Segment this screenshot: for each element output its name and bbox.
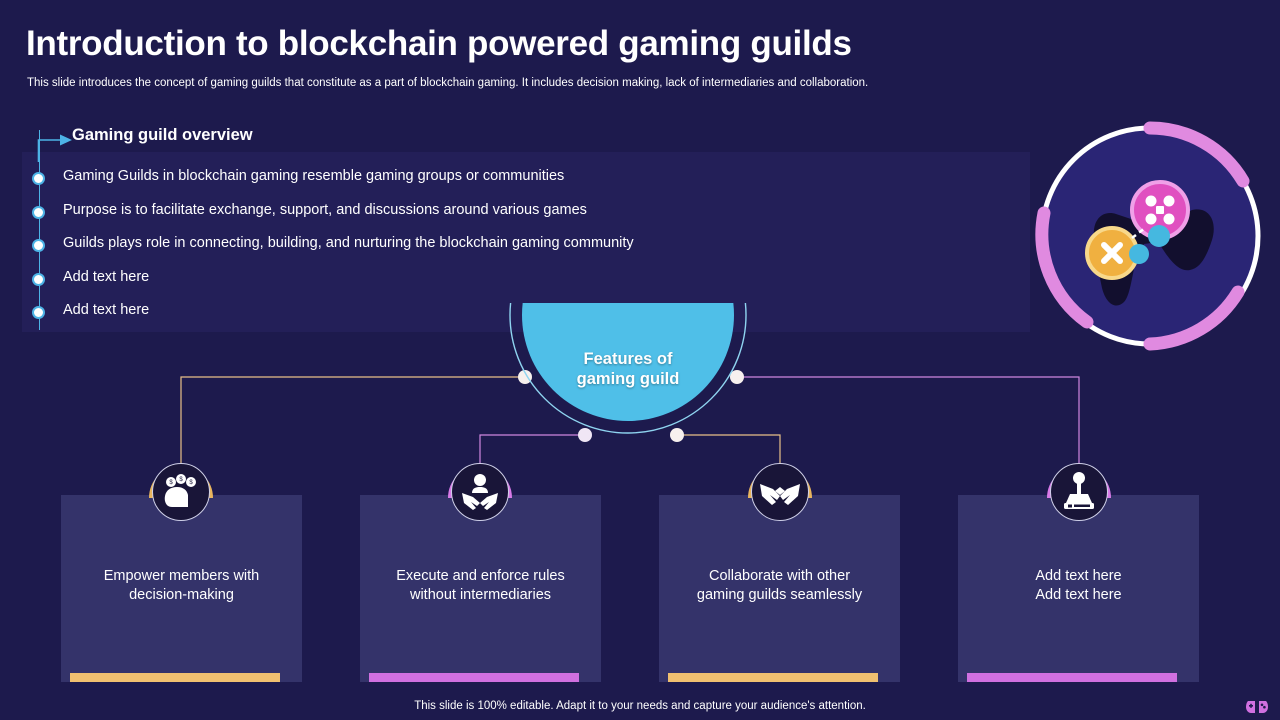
svg-text:$: $ bbox=[169, 480, 173, 486]
icon-glyph bbox=[462, 474, 498, 510]
feature-card-line1: Execute and enforce rules bbox=[396, 568, 565, 584]
svg-text:$: $ bbox=[179, 477, 183, 483]
footer-note: This slide is 100% editable. Adapt it to… bbox=[414, 700, 866, 712]
feature-card-line1: Collaborate with other bbox=[708, 568, 851, 584]
hub-label-line2: gaming guild bbox=[576, 370, 680, 388]
card-accent-bar bbox=[70, 673, 280, 682]
bullet-dot-icon bbox=[32, 206, 45, 219]
card-accent-bar bbox=[668, 673, 878, 682]
list-item-label: Purpose is to facilitate exchange, suppo… bbox=[63, 202, 587, 218]
list-item-label: Guilds plays role in connecting, buildin… bbox=[63, 235, 634, 251]
feature-card-line2: Add text here bbox=[1035, 587, 1122, 603]
footer-gamepad-icon bbox=[1246, 701, 1268, 713]
hub-circle bbox=[509, 303, 747, 434]
list-item-label: Add text here bbox=[63, 302, 150, 318]
bullet-dot-icon bbox=[32, 239, 45, 252]
hub-label-line1: Features of bbox=[583, 350, 673, 368]
feature-card-text: Empower members with decision-making bbox=[61, 567, 302, 605]
feature-card[interactable] bbox=[659, 495, 900, 682]
list-item-label: Add text here bbox=[63, 269, 150, 285]
hub-label: Features of gaming guild bbox=[508, 349, 748, 389]
feature-card-line2: decision-making bbox=[129, 587, 234, 603]
page-subtitle: This slide introduces the concept of gam… bbox=[27, 77, 869, 89]
handshake-icon bbox=[748, 463, 812, 521]
svg-text:$: $ bbox=[189, 480, 193, 486]
feature-card[interactable] bbox=[958, 495, 1199, 682]
feature-card-text: Add text here Add text here bbox=[958, 567, 1199, 605]
agreement-handshake-icon bbox=[448, 463, 512, 521]
card-accent-bar bbox=[967, 673, 1177, 682]
bullet-rail bbox=[38, 130, 41, 330]
feature-card-line2: without intermediaries bbox=[409, 587, 552, 603]
icon-glyph bbox=[760, 484, 800, 505]
feature-card-line2: gaming guilds seamlessly bbox=[696, 587, 863, 603]
empower-decision-icon: $ $ $ bbox=[149, 463, 213, 521]
feature-card-text: Collaborate with other gaming guilds sea… bbox=[659, 567, 900, 605]
joystick-icon bbox=[1047, 463, 1111, 521]
feature-card-line1: Add text here bbox=[1035, 568, 1122, 584]
icon-glyph: $ $ $ bbox=[164, 474, 196, 507]
feature-card-text: Execute and enforce rules without interm… bbox=[360, 567, 601, 605]
bullet-dot-icon bbox=[32, 172, 45, 185]
card-accent-bar bbox=[369, 673, 579, 682]
icon-glyph bbox=[1064, 472, 1094, 509]
page-title: Introduction to blockchain powered gamin… bbox=[26, 24, 852, 63]
overview-heading: Gaming guild overview bbox=[72, 126, 253, 144]
list-item-label: Gaming Guilds in blockchain gaming resem… bbox=[63, 168, 565, 184]
overview-panel bbox=[22, 152, 1030, 332]
gamepad-badge-illustration bbox=[1035, 121, 1261, 351]
bullet-dot-icon bbox=[32, 306, 45, 319]
feature-card-line1: Empower members with bbox=[103, 568, 260, 584]
bullet-dot-icon bbox=[32, 273, 45, 286]
feature-card[interactable] bbox=[61, 495, 302, 682]
feature-card[interactable] bbox=[360, 495, 601, 682]
